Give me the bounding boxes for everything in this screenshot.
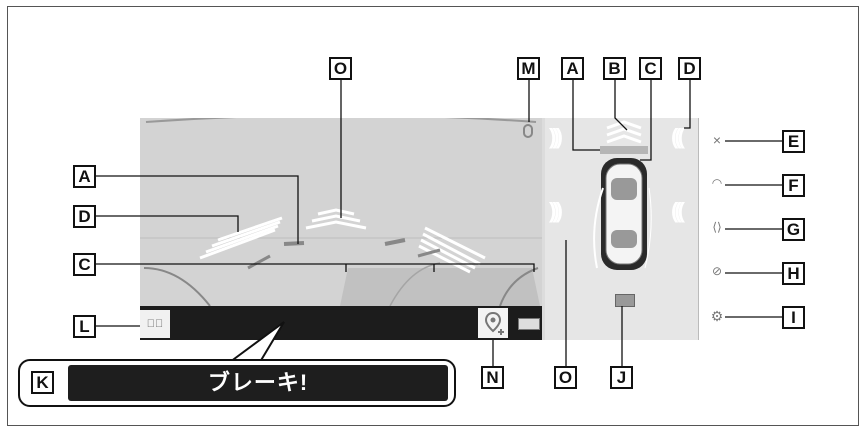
- callout-e: E: [782, 130, 805, 153]
- callout-l: L: [73, 315, 96, 338]
- callout-f: F: [782, 174, 805, 197]
- callout-d-top: D: [678, 57, 701, 80]
- callout-b: B: [603, 57, 626, 80]
- callout-o-top: O: [329, 57, 352, 80]
- callout-h: H: [782, 262, 805, 285]
- callout-a-top: A: [561, 57, 584, 80]
- callout-g: G: [782, 218, 805, 241]
- callout-m: M: [517, 57, 540, 80]
- callout-k: K: [31, 371, 54, 394]
- callout-c-left: C: [73, 253, 96, 276]
- callout-i: I: [782, 306, 805, 329]
- callout-d-left: D: [73, 205, 96, 228]
- callout-c-top: C: [639, 57, 662, 80]
- callout-a-left: A: [73, 165, 96, 188]
- callout-j: J: [610, 366, 633, 389]
- callout-o-bottom: O: [554, 366, 577, 389]
- callout-n: N: [481, 366, 504, 389]
